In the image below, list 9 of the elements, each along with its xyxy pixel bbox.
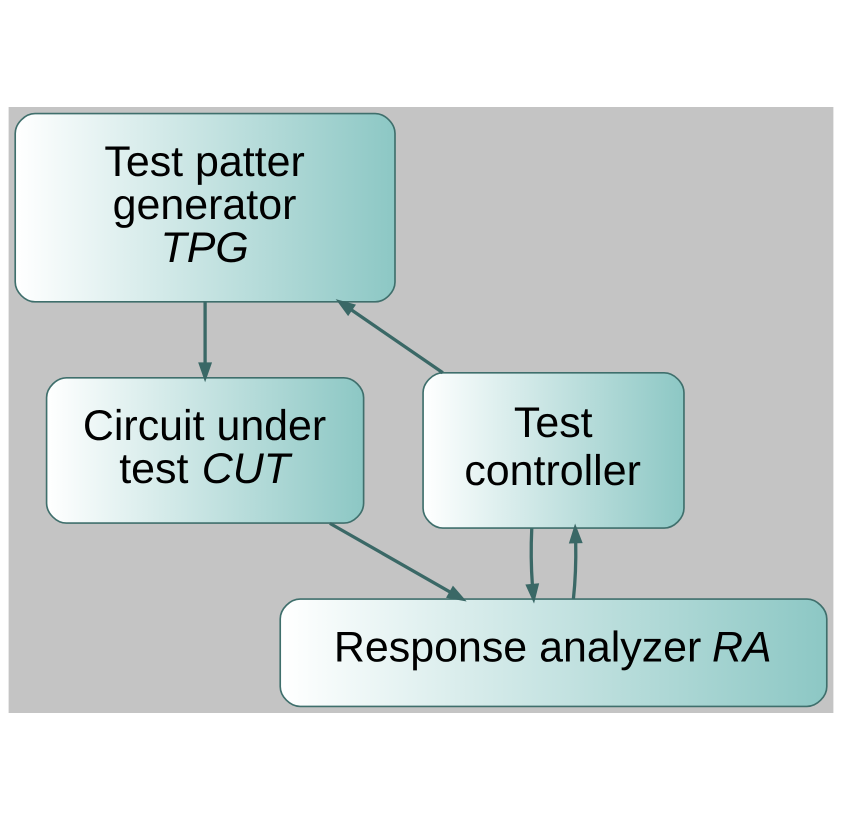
arrow (329, 521, 467, 601)
node-box: Circuit under test CUT (46, 376, 364, 524)
node-box: Response analyzer RA (279, 598, 828, 707)
arrow (198, 301, 212, 382)
arrow (568, 522, 583, 598)
arrow (336, 298, 444, 374)
node-box: Test controller (422, 372, 685, 528)
node-box: Test patter generator TPG (14, 112, 396, 302)
arrow (525, 528, 540, 604)
